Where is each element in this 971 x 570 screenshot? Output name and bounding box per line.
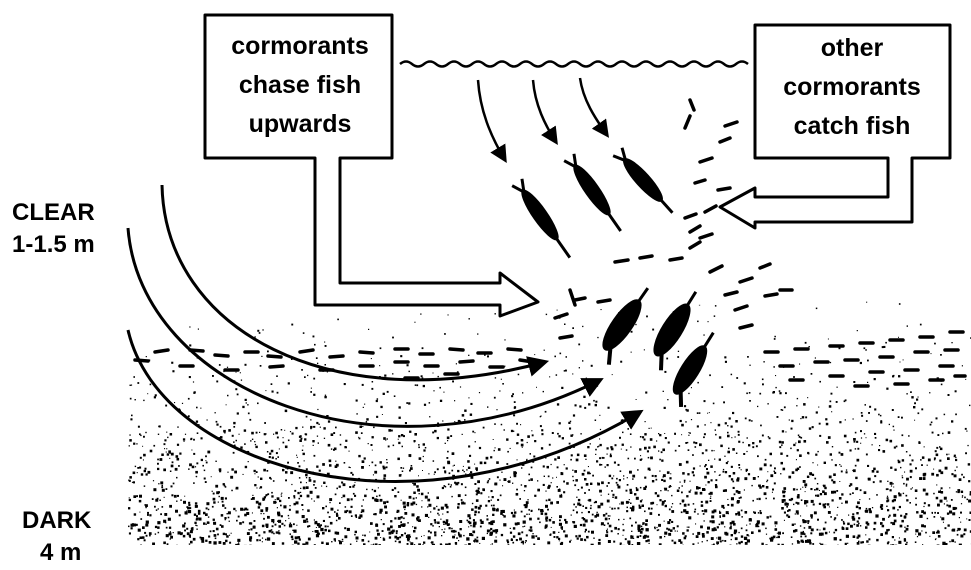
water-surface-line: [400, 62, 748, 67]
fish-dash: [508, 349, 521, 350]
diving-cormorants: [511, 147, 677, 262]
fish-dash: [685, 214, 696, 218]
depth-stipple-texture: [128, 300, 971, 548]
fish-dash: [640, 256, 652, 258]
current-arrow-3: [128, 330, 640, 481]
fish-dash: [760, 264, 770, 268]
cormorant-diving-1: [511, 178, 575, 261]
fish-dash: [560, 336, 572, 338]
depth-label-dark-value: 4 m: [40, 539, 81, 566]
cormorant-diving-2: [563, 153, 626, 235]
fish-dash: [735, 306, 747, 310]
fish-dash: [555, 314, 567, 318]
fish-dash: [725, 292, 737, 295]
fish-dash: [155, 350, 168, 352]
fish-dash: [570, 290, 575, 305]
fish-dash: [215, 355, 228, 356]
fish-dash: [690, 226, 700, 232]
dive-arrow-3: [580, 78, 607, 135]
fish-dash: [705, 206, 716, 212]
callout-left-line-1: cormorants: [231, 32, 369, 60]
depth-label-clear-value: 1-1.5 m: [12, 231, 95, 258]
depth-label-clear-title: CLEAR: [12, 199, 95, 226]
fish-dash: [300, 350, 313, 352]
fish-dash: [700, 234, 712, 238]
dive-arrow-1: [478, 80, 505, 160]
fish-dash: [690, 100, 694, 110]
fish-dash: [690, 242, 700, 248]
callout-left-text: cormorants chase fish upwards: [231, 32, 369, 138]
cormorant-diving-3: [612, 147, 677, 217]
fish-dash: [685, 116, 690, 128]
fish-dash: [520, 360, 533, 362]
fish-dash: [135, 360, 148, 361]
fish-dash: [718, 188, 730, 190]
current-arrow-2: [128, 228, 600, 426]
fish-dash: [670, 258, 682, 260]
fish-dash: [700, 158, 712, 162]
callout-left-line-3: upwards: [249, 110, 352, 138]
fish-dash: [710, 266, 722, 272]
callout-right-line-2: cormorants: [783, 73, 921, 101]
fish-dash: [598, 300, 610, 302]
fish-dash: [765, 294, 777, 296]
dive-arrow-2: [533, 80, 556, 142]
fish-dash: [268, 356, 281, 357]
fish-dash: [695, 180, 705, 183]
upward-current-arrows: [128, 185, 640, 481]
fish-dash: [740, 278, 752, 282]
depth-label-clear: CLEAR 1-1.5 m: [12, 199, 95, 258]
callout-left-box: [205, 15, 538, 316]
fish-dash: [190, 350, 203, 351]
fish-dash: [740, 325, 752, 328]
fish-dash: [450, 349, 463, 350]
fish-dash: [460, 361, 473, 362]
fish-dash: [615, 260, 628, 262]
fish-dash: [720, 138, 730, 142]
depth-label-dark-title: DARK: [22, 507, 92, 534]
cormorant-chasing-1: [591, 282, 658, 364]
callout-left-line-2: chase fish: [239, 71, 361, 99]
callout-right-line-3: catch fish: [794, 112, 911, 140]
callout-right-line-1: other: [821, 34, 884, 62]
fish-dash: [330, 356, 343, 357]
depth-label-dark: DARK 4 m: [22, 507, 92, 566]
fish-dash: [725, 122, 737, 126]
fish-dash: [575, 298, 585, 300]
fish-dash: [270, 366, 283, 367]
fish-dash: [360, 352, 373, 353]
dive-arrows: [478, 78, 607, 160]
